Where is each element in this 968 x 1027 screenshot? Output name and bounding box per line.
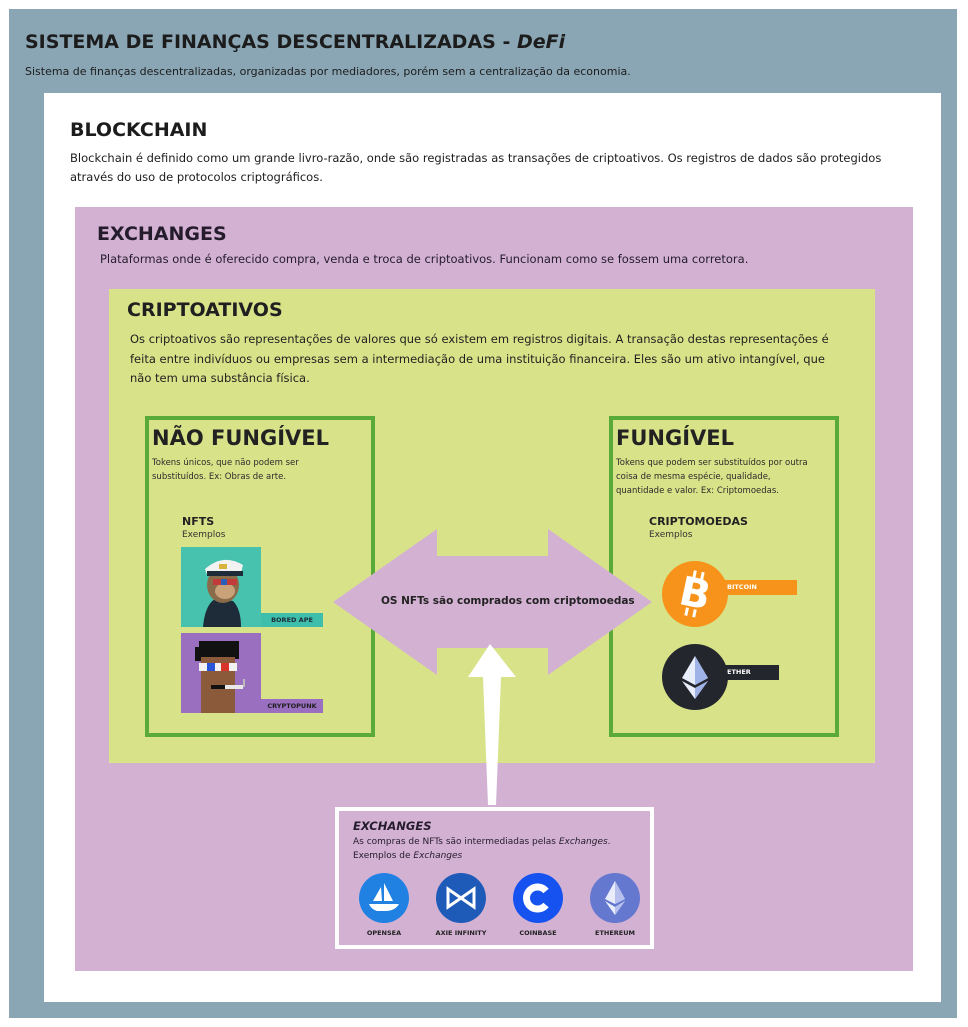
- blockchain-panel: BLOCKCHAIN Blockchain é definido como um…: [44, 93, 941, 1002]
- bitcoin-icon: B: [662, 561, 728, 627]
- exchanges-examples-box: EXCHANGES As compras de NFTs são interme…: [335, 807, 654, 949]
- exchanges-box-description: As compras de NFTs são intermediadas pel…: [353, 837, 611, 861]
- fungivel-description: Tokens que podem ser substituídos por ou…: [616, 458, 808, 496]
- arrow-text: OS NFTs são comprados com criptomoedas: [381, 595, 635, 607]
- exchanges-box-title: EXCHANGES: [353, 819, 432, 833]
- arrows-graphic: [333, 529, 652, 805]
- opensea-label: OPENSEA: [366, 929, 402, 937]
- up-arrow-white: [468, 644, 516, 805]
- cryptopunk-label: CRYPTOPUNK: [261, 699, 323, 713]
- opensea-icon: [359, 873, 409, 923]
- ether-label: ETHER: [713, 665, 779, 680]
- ethereum-logo: ETHEREUM: [575, 873, 655, 937]
- fungivel-title: FUNGÍVEL: [616, 426, 735, 450]
- axie-infinity-label: AXIE INFINITY: [435, 929, 487, 937]
- coinbase-logo: COINBASE: [498, 873, 578, 937]
- axie-infinity-logo: AXIE INFINITY: [421, 873, 501, 937]
- blockchain-description: Blockchain é definido como um grande liv…: [70, 151, 882, 184]
- bored-ape-image: [181, 547, 261, 627]
- criptomoedas-subtitle: Exemplos: [649, 530, 693, 540]
- exchanges-title: EXCHANGES: [97, 223, 227, 245]
- exchanges-description: Plataformas onde é oferecido compra, ven…: [100, 252, 749, 266]
- ethereum-icon: [590, 873, 640, 923]
- bitcoin-label: BITCOIN: [713, 580, 797, 595]
- criptomoedas-title: CRIPTOMOEDAS: [649, 515, 748, 528]
- blockchain-title: BLOCKCHAIN: [70, 119, 208, 141]
- defi-panel: SISTEMA DE FINANÇAS DESCENTRALIZADAS - D…: [9, 9, 957, 1018]
- criptoativos-title: CRIPTOATIVOS: [127, 299, 283, 321]
- bored-ape-label: BORED APE: [261, 613, 323, 627]
- ether-icon: [662, 644, 728, 710]
- cryptopunk-image: [181, 633, 261, 713]
- criptoativos-description: Os criptoativos são representações de va…: [130, 332, 829, 385]
- nao-fungivel-title: NÃO FUNGÍVEL: [152, 426, 329, 450]
- double-arrow: [333, 529, 652, 675]
- axie-infinity-icon: [436, 873, 486, 923]
- ethereum-label: ETHEREUM: [595, 929, 635, 937]
- nao-fungivel-description: Tokens únicos, que não podem ser substit…: [152, 458, 299, 482]
- nfts-subtitle: Exemplos: [182, 530, 226, 540]
- coinbase-icon: [513, 873, 563, 923]
- nfts-title: NFTS: [182, 515, 215, 528]
- coinbase-label: COINBASE: [519, 929, 557, 937]
- page-title: SISTEMA DE FINANÇAS DESCENTRALIZADAS - D…: [25, 31, 566, 53]
- page-subtitle: Sistema de finanças descentralizadas, or…: [25, 65, 631, 78]
- opensea-logo: OPENSEA: [344, 873, 424, 937]
- exchanges-panel: EXCHANGES Plataformas onde é oferecido c…: [75, 207, 913, 971]
